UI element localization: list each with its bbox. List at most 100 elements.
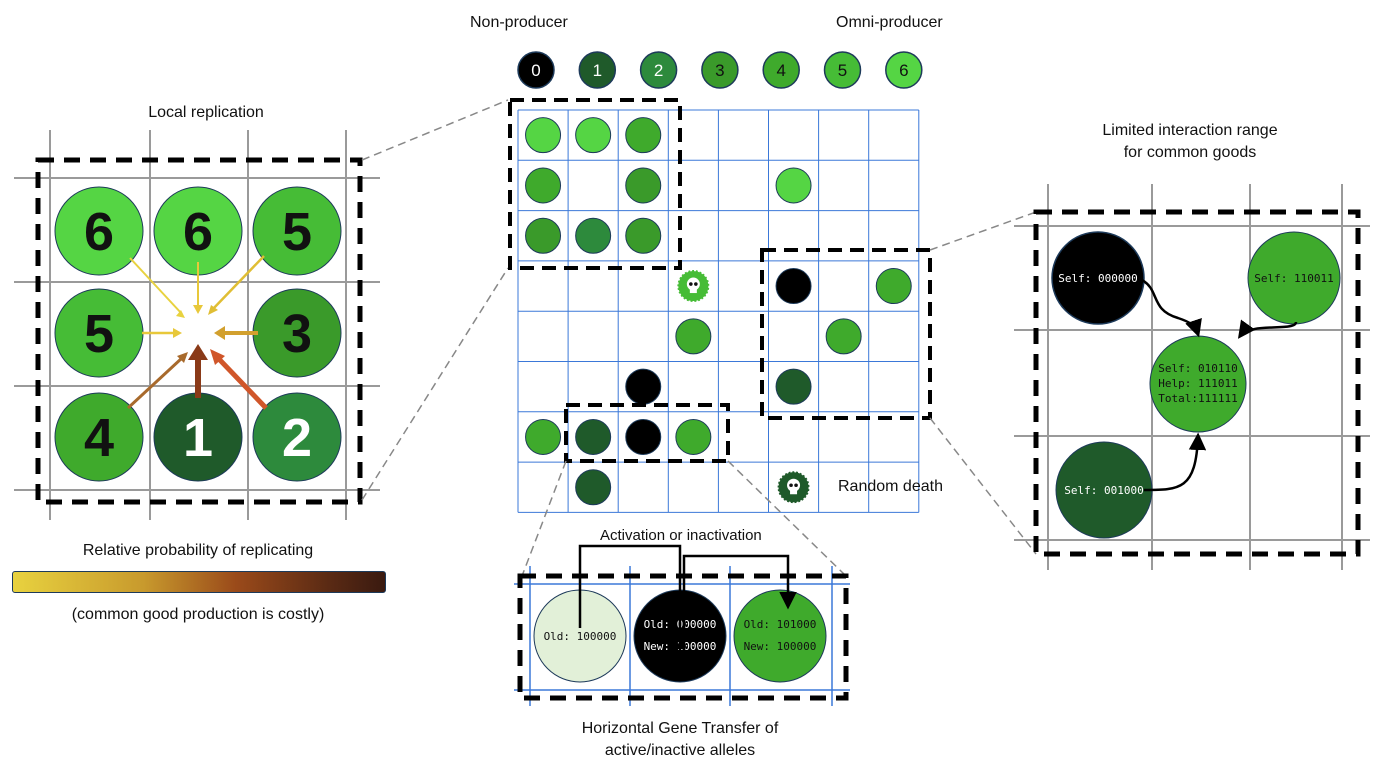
legend-label-2: 2 [654, 61, 663, 80]
legend-circle-0 [517, 51, 555, 89]
legend-label-4: 4 [776, 61, 785, 80]
legend-label-3: 3 [715, 61, 724, 80]
label-self-001000: Self: 001000 [1064, 484, 1143, 497]
arrow-from-2 [216, 356, 268, 410]
arrowhead-6b [193, 305, 203, 314]
interaction-title-line1: Limited interaction range [1102, 122, 1278, 139]
grid-cell-r2-c0 [525, 217, 562, 254]
probability-gradient-bar [12, 571, 386, 593]
main-interaction-box [760, 248, 932, 420]
label-center-total: Total:111111 [1158, 392, 1237, 405]
skull-eye-right [794, 483, 798, 488]
death-markers [676, 269, 811, 505]
interaction-title-line2: for common goods [1123, 144, 1257, 161]
local-cell-8 [252, 392, 342, 482]
local-cell-2 [252, 186, 342, 276]
local-cell-label-5: 3 [282, 304, 312, 364]
hgt-activation-label: Activation or inactivation [600, 527, 762, 544]
grid-cell-r4-c6 [825, 318, 862, 355]
hgt-bracket-right [682, 554, 797, 674]
arrowhead-3 [214, 326, 225, 340]
hgt-grid-lines [514, 566, 850, 706]
legend-circle-6 [885, 51, 923, 89]
main-cells [525, 117, 912, 506]
legend-label-6: 6 [899, 61, 908, 80]
death-marker-r3-c3 [676, 269, 711, 304]
omni-producer-label: Omni-producer [836, 14, 943, 31]
label-self-110011: Self: 110011 [1254, 272, 1333, 285]
grid-cell-r1-c5 [775, 167, 812, 204]
local-cell-label-7: 1 [183, 408, 213, 468]
main-hgt-box [564, 403, 730, 463]
zoom-line-hgt-right [727, 460, 847, 577]
non-producer-label: Non-producer [470, 14, 568, 31]
legend-circle-5 [823, 51, 862, 89]
grid-cell-r0-c2 [625, 117, 662, 154]
hgt-label-target-new: New: 100000 [744, 640, 817, 653]
legend-circle-1 [578, 51, 617, 89]
interaction-panel: Self: 000000 Self: 110011 Self: 010110 H… [1014, 184, 1370, 570]
grid-cell-r2-c2 [625, 217, 662, 254]
skull-icon [787, 478, 801, 492]
help-arrow-top-right [1237, 319, 1298, 339]
arrowhead-5b [173, 328, 182, 338]
local-cell-6 [54, 392, 144, 482]
interaction-selection-box [1033, 209, 1361, 557]
grid-cell-r2-c1 [575, 217, 612, 254]
help-arrow-top-left [1141, 278, 1202, 338]
skull-eye-right [694, 282, 698, 286]
grid-cell-r1-c0 [525, 167, 562, 204]
grid-cell-r6-c3 [675, 418, 712, 455]
arrow-from-5a [211, 255, 265, 311]
probability-note: (common good production is costly) [71, 606, 325, 623]
label-center-help: Help: 111011 [1158, 377, 1237, 390]
hgt-bracket-left [578, 544, 682, 674]
main-grid-lines [517, 109, 920, 513]
arrow-from-6a [129, 257, 183, 315]
legend-circle-3 [701, 51, 739, 89]
grid-cell-r6-c1 [575, 418, 612, 455]
cell-self-000000 [1051, 231, 1145, 325]
legend-label-5: 5 [838, 61, 847, 80]
hgt-label-recipient-old: Old: 100000 [544, 630, 617, 643]
death-marker-r7-c5 [776, 470, 811, 505]
arrowhead-6a [176, 310, 185, 318]
local-cell-label-6: 4 [84, 408, 114, 468]
arrow-from-4 [126, 356, 184, 410]
skull-eye-left [789, 483, 793, 488]
local-cell-label-3: 5 [84, 304, 114, 364]
hgt-label-target-old: Old: 101000 [744, 618, 817, 631]
grid-cell-r7-c1 [575, 469, 612, 506]
main-local-box [508, 98, 682, 270]
legend-label-0: 0 [531, 61, 540, 80]
help-arrow-bottom-left [1143, 432, 1207, 492]
local-cell-label-8: 2 [282, 408, 312, 468]
grid-cell-r5-c2 [625, 368, 662, 405]
main-grid-panel [508, 98, 932, 513]
arrowhead-2 [210, 349, 225, 365]
skull-jaw [689, 288, 697, 294]
hgt-title-line2: active/inactive alleles [604, 742, 756, 759]
local-cell-label-2: 5 [282, 202, 312, 262]
grid-cell-r1-c2 [625, 167, 662, 204]
local-cell-label-0: 6 [84, 202, 114, 262]
skull-icon [686, 277, 700, 291]
zoom-line-local-bottom [361, 267, 509, 501]
local-selection-box [35, 157, 363, 505]
grid-cell-r5-c5 [775, 368, 812, 405]
hgt-title-line1: Horizontal Gene Transfer of [581, 720, 779, 737]
legend-circle-2 [639, 51, 678, 89]
grid-cell-r3-c5 [775, 268, 812, 305]
skull-jaw [790, 489, 798, 495]
local-arrows [126, 255, 268, 410]
label-center-self: Self: 010110 [1158, 362, 1237, 375]
arrowhead-5a [208, 305, 218, 315]
arrowhead-4 [177, 352, 188, 363]
grid-cell-r6-c0 [525, 418, 562, 455]
hgt-panel: Old: 100000 Old: 000000 New: 100000 Old:… [514, 544, 850, 706]
zoom-line-right-bottom [929, 417, 1037, 555]
grid-cell-r3-c7 [875, 268, 912, 305]
grid-cell-r4-c3 [675, 318, 712, 355]
